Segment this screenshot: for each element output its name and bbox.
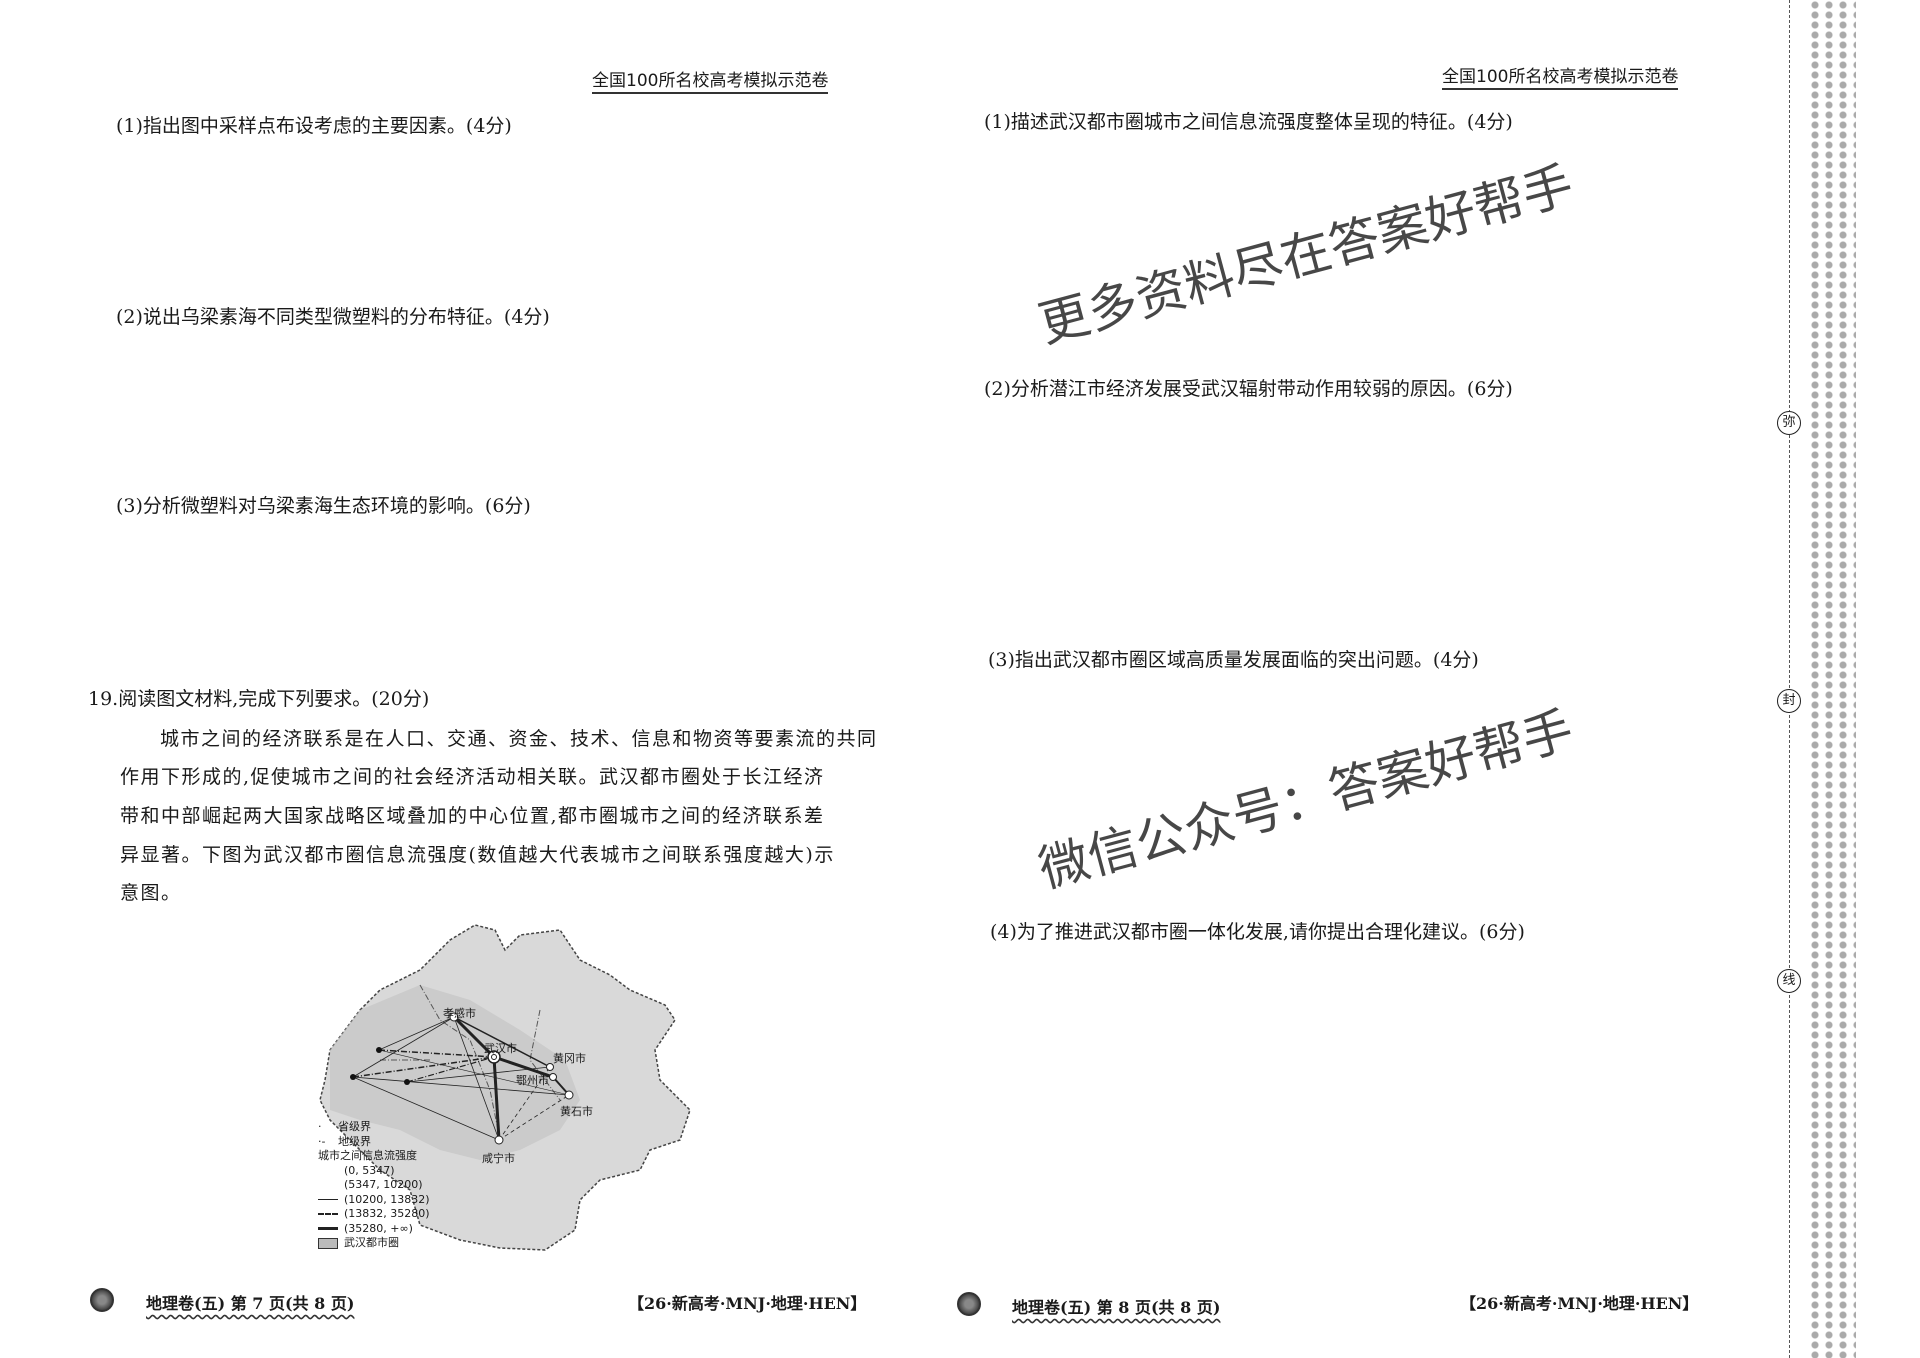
city-label-huanggang: 黄冈市 — [553, 1052, 586, 1065]
flow-line — [352, 1056, 495, 1078]
map-legend: ·省级界 ·-地级界 城市之间信息流强度 (0, 5347) (5347, 10… — [318, 1120, 430, 1251]
legend-prefecture-border: ·-地级界 — [318, 1134, 371, 1148]
city-marker — [491, 1054, 497, 1060]
city-label-ezhou: 鄂州市 — [516, 1074, 549, 1087]
q19-paragraph-line: 城市之间的经济联系是在人口、交通、资金、技术、信息和物资等要素流的共同 — [160, 728, 878, 750]
city-marker — [404, 1079, 410, 1085]
city-label-xianning: 咸宁市 — [482, 1152, 515, 1165]
watermark-line-1: 更多资料尽在答案好帮手 — [1032, 155, 1580, 355]
city-marker — [350, 1074, 356, 1080]
city-marker — [546, 1063, 554, 1071]
flow-line — [453, 1016, 551, 1068]
flow-line — [406, 1056, 495, 1083]
flow-line — [406, 1066, 551, 1083]
legend-metro-area: 武汉都市圈 — [318, 1236, 430, 1251]
flow-line — [498, 1066, 551, 1141]
left-question-3: (3)分析微塑料对乌梁素海生态环境的影响。(6分) — [116, 495, 531, 517]
flow-line — [453, 1016, 500, 1141]
binding-seal-char: 弥 — [1777, 411, 1801, 435]
q19-paragraph-line: 作用下形成的,促使城市之间的社会经济活动相关联。武汉都市圈处于长江经济 — [120, 766, 825, 788]
city-label-wuhan: 武汉市 — [484, 1042, 517, 1055]
city-marker — [376, 1047, 382, 1053]
right-question-4: (4)为了推进武汉都市圈一体化发展,请你提出合理化建议。(6分) — [990, 921, 1525, 943]
legend-title: 城市之间信息流强度 — [318, 1149, 417, 1162]
wuhan-metro-info-flow-map — [319, 924, 691, 1251]
city-marker — [564, 1090, 574, 1100]
page-marker-icon — [90, 1288, 114, 1312]
flow-line — [378, 1049, 570, 1096]
right-question-2: (2)分析潜江市经济发展受武汉辐射带动作用较弱的原因。(6分) — [984, 378, 1513, 400]
left-question-2: (2)说出乌梁素海不同类型微塑料的分布特征。(4分) — [116, 306, 550, 328]
page-marker-icon — [957, 1292, 981, 1316]
left-footer-code: 【26·新高考·MNJ·地理·HEN】 — [628, 1294, 867, 1313]
watermark-line-2: 微信公众号：答案好帮手 — [1032, 700, 1580, 900]
city-label-huangshi: 黄石市 — [560, 1105, 593, 1118]
city-marker — [449, 1012, 459, 1022]
right-question-3: (3)指出武汉都市圈区域高质量发展面临的突出问题。(4分) — [988, 649, 1479, 671]
right-footer-page: 地理卷(五) 第 8 页(共 8 页) — [1012, 1298, 1221, 1317]
question-19-title: 19.阅读图文材料,完成下列要求。(20分) — [88, 688, 430, 710]
binding-seal-char: 线 — [1777, 969, 1801, 993]
legend-range: (0, 5347) — [344, 1163, 395, 1177]
legend-province-border: ·省级界 — [318, 1120, 371, 1133]
q19-paragraph-line: 意图。 — [120, 882, 182, 904]
city-marker — [494, 1135, 504, 1145]
legend-range: (35280, +∞) — [318, 1222, 430, 1237]
q19-paragraph-line: 异显著。下图为武汉都市圈信息流强度(数值越大代表城市之间联系强度越大)示 — [120, 844, 835, 866]
right-footer-code: 【26·新高考·MNJ·地理·HEN】 — [1460, 1294, 1699, 1313]
legend-range: (13832, 35280) — [318, 1207, 430, 1222]
legend-range: (5347, 10200) — [344, 1178, 423, 1191]
metro-area — [330, 985, 580, 1160]
left-page-header: 全国100所名校高考模拟示范卷 — [592, 66, 829, 94]
city-marker — [549, 1073, 557, 1081]
city-label-xiaogan: 孝感市 — [443, 1007, 476, 1020]
flow-line — [452, 1015, 496, 1059]
flow-line — [352, 1016, 455, 1078]
left-question-1: (1)指出图中采样点布设考虑的主要因素。(4分) — [116, 115, 512, 137]
flow-line — [493, 1055, 554, 1079]
q19-paragraph-line: 带和中部崛起两大国家战略区域叠加的中心位置,都市圈城市之间的经济联系差 — [120, 805, 825, 827]
binding-seal-char: 封 — [1777, 689, 1801, 713]
right-question-1: (1)描述武汉都市圈城市之间信息流强度整体呈现的特征。(4分) — [984, 111, 1513, 133]
binding-dot-chain — [1808, 0, 1856, 1358]
binding-cut-line — [1789, 0, 1790, 1358]
city-markers — [350, 1012, 574, 1145]
flow-lines — [352, 1015, 570, 1141]
left-footer-page: 地理卷(五) 第 7 页(共 8 页) — [146, 1294, 355, 1313]
flow-line — [378, 1049, 495, 1058]
flow-line — [492, 1056, 501, 1141]
legend-range: (10200, 13832) — [318, 1193, 430, 1208]
flow-line — [352, 1076, 500, 1141]
flow-line — [378, 1016, 455, 1051]
right-page-header: 全国100所名校高考模拟示范卷 — [1442, 62, 1679, 90]
